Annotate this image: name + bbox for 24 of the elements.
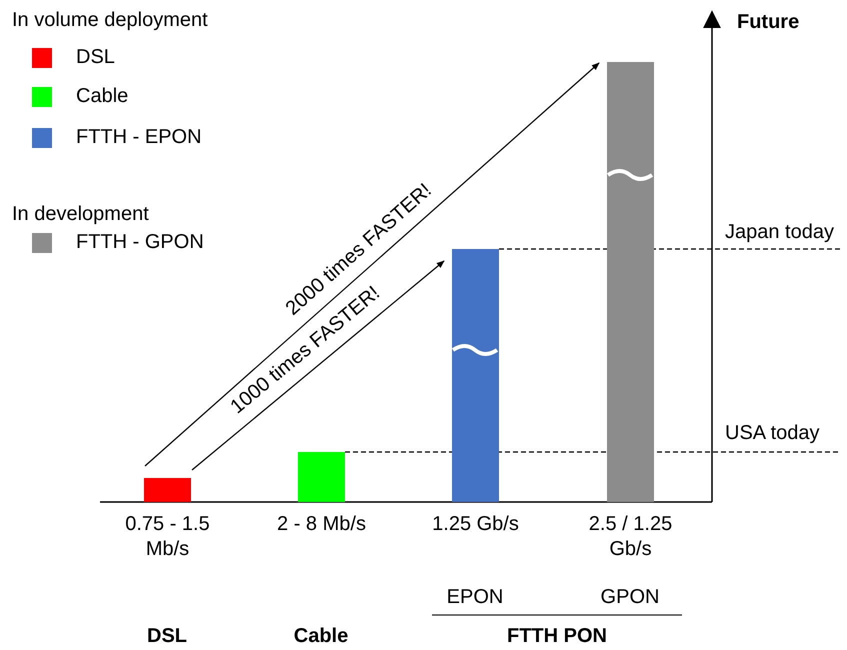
annotation-text: Japan today (725, 220, 834, 245)
legend-label: DSL (76, 45, 115, 70)
bar (606, 62, 654, 502)
group-label: DSL (146, 624, 188, 649)
value-label: 1.25 Gb/s (431, 512, 520, 537)
bar (144, 478, 191, 502)
group-label: Cable (292, 624, 350, 649)
bar (298, 452, 345, 502)
bar (452, 249, 499, 502)
axis-label: Future (737, 10, 800, 35)
legend-label: FTTH - GPON (76, 230, 204, 255)
value-label: 2 - 8 Mb/s (276, 512, 366, 537)
value-label: 0.75 - 1.5 Mb/s (124, 512, 211, 562)
sub-label: EPON (446, 585, 504, 610)
legend-label: FTTH - EPON (76, 125, 202, 150)
arrow (144, 62, 600, 466)
legend-label: Cable (76, 84, 128, 109)
arrow (192, 260, 445, 470)
heading: In volume deployment (12, 8, 208, 33)
sub-label: GPON (600, 585, 660, 610)
value-label: 2.5 / 1.25 Gb/s (588, 512, 674, 562)
annotation-text: USA today (725, 421, 820, 446)
heading: In development (12, 202, 149, 227)
group-label: FTTH PON (506, 624, 608, 649)
